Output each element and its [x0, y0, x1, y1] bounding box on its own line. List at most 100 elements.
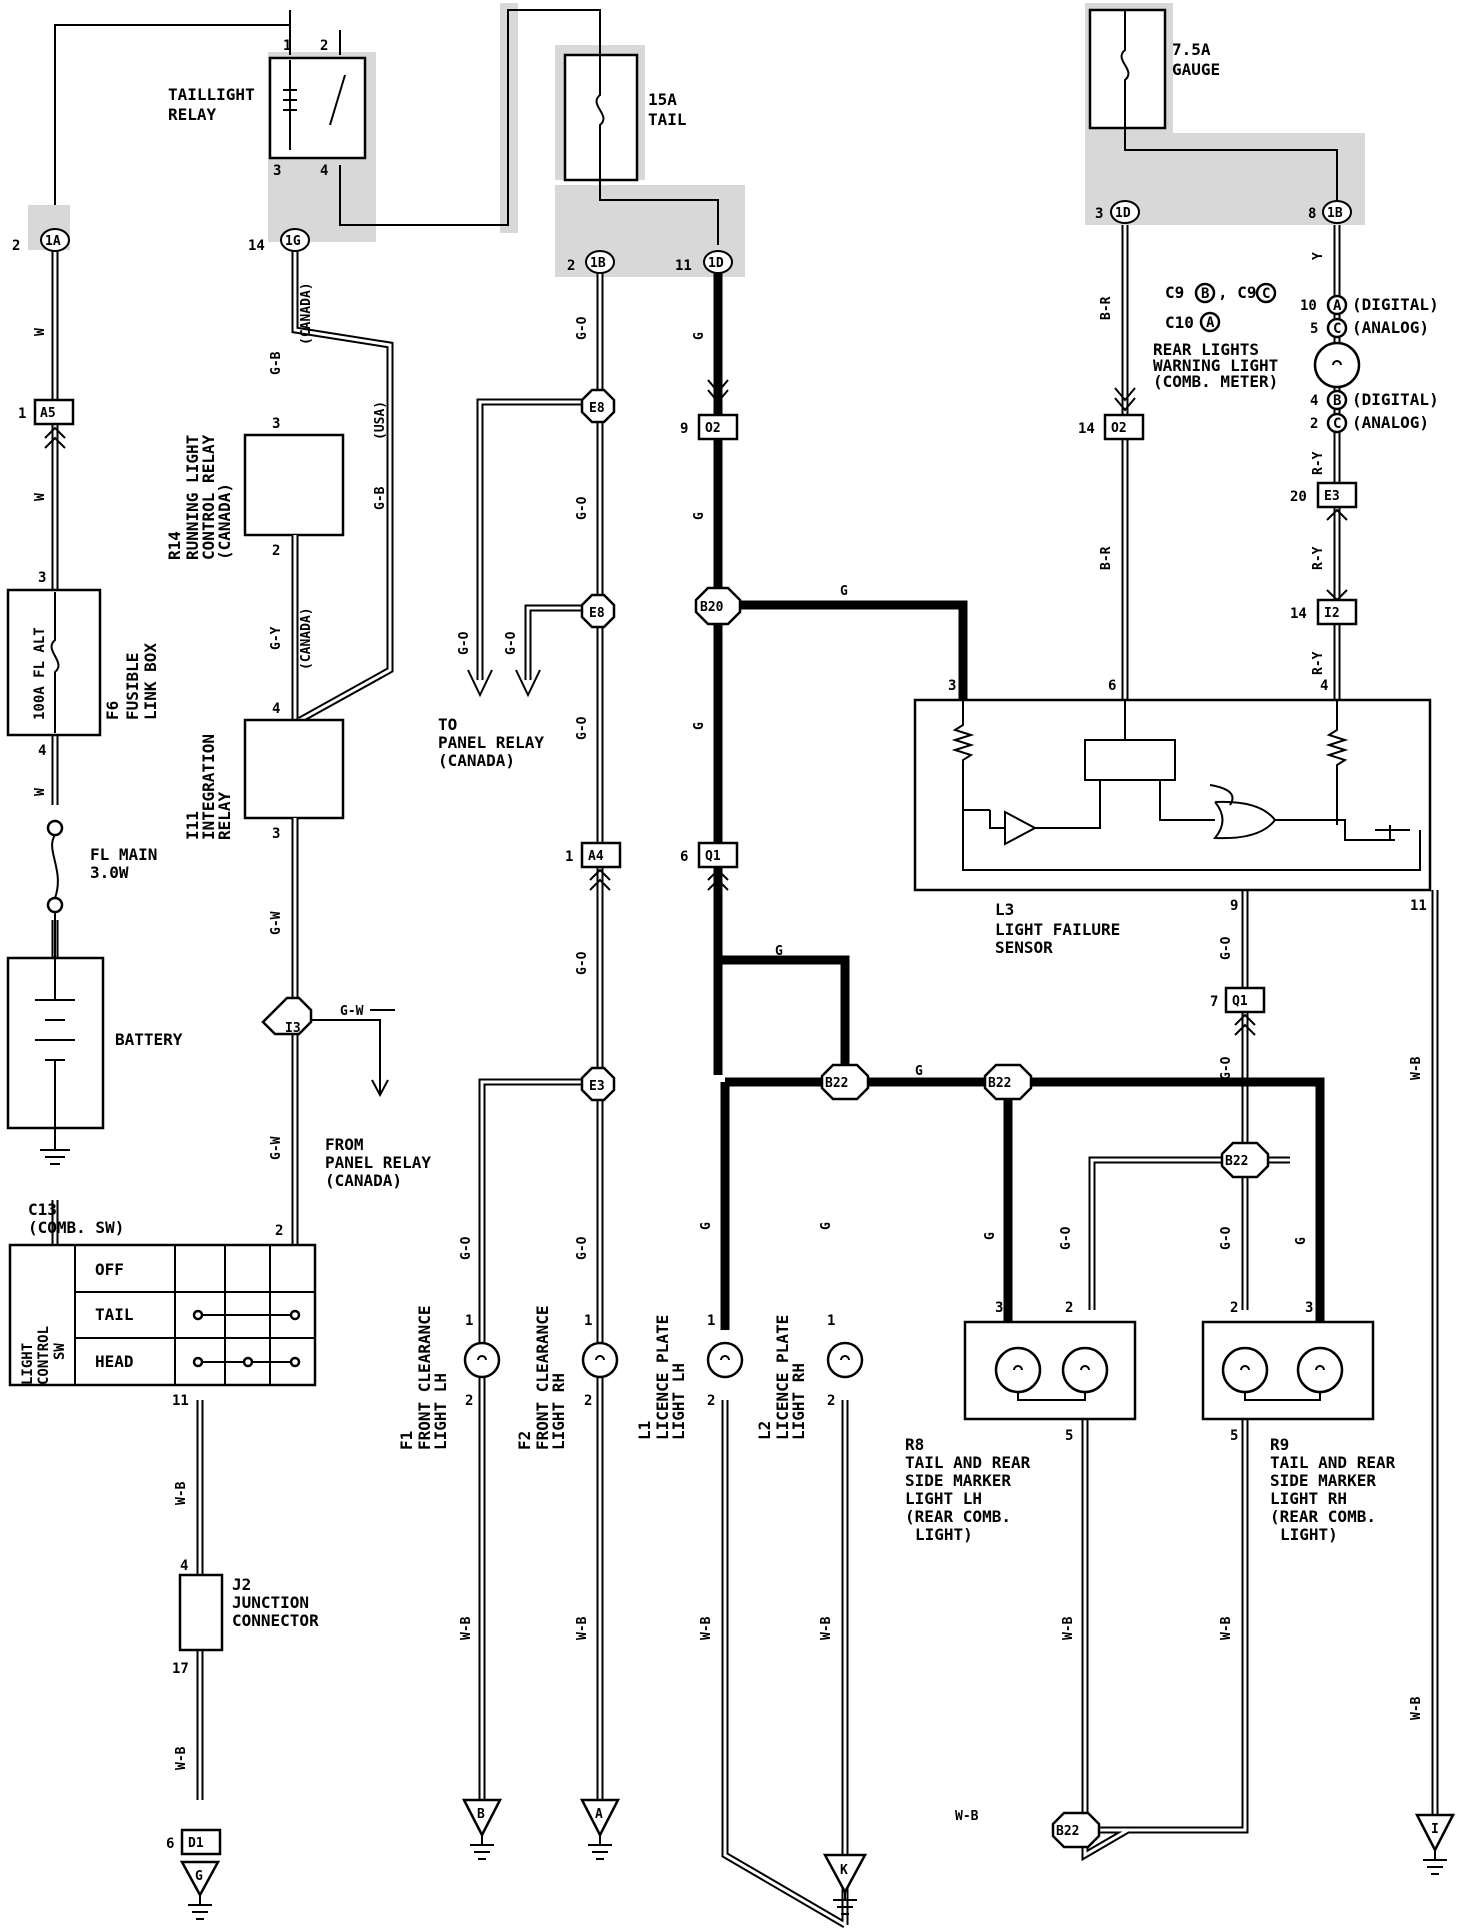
svg-text:REAR LIGHTS: REAR LIGHTS — [1153, 340, 1259, 359]
svg-text:TAIL: TAIL — [648, 110, 687, 129]
svg-text:LIGHT LH: LIGHT LH — [905, 1489, 982, 1508]
light-failure-sensor: 3 9 11 L3 LIGHT FAILURE SENSOR G-O Q1 7 … — [913, 678, 1432, 1720]
svg-text:G-O: G-O — [575, 316, 590, 340]
svg-text:B22: B22 — [988, 1076, 1011, 1091]
svg-text:BATTERY: BATTERY — [115, 1030, 183, 1049]
svg-text:W-B: W-B — [459, 1616, 474, 1640]
svg-text:I2: I2 — [1324, 606, 1340, 621]
svg-text:R9: R9 — [1270, 1435, 1289, 1454]
front-clearance-light-lh: 1 2 F1 FRONT CLEARANCE LIGHT LH W-B — [397, 1306, 501, 1640]
svg-text:CONTROL: CONTROL — [36, 1326, 52, 1385]
junction-connector-j2: W-B 4 17 J2 JUNCTION CONNECTOR W-B D1 6 — [166, 1481, 319, 1856]
svg-text:2: 2 — [272, 543, 280, 559]
svg-text:G: G — [983, 1232, 998, 1240]
svg-text:TAIL AND REAR: TAIL AND REAR — [905, 1453, 1031, 1472]
svg-text:7: 7 — [1210, 994, 1218, 1010]
junction-e3: E3 — [580, 1066, 616, 1102]
svg-text:Q1: Q1 — [1232, 994, 1248, 1009]
svg-text:G: G — [915, 1064, 923, 1079]
svg-text:F6: F6 — [103, 701, 122, 720]
svg-text:2: 2 — [567, 258, 575, 274]
svg-text:HEAD: HEAD — [95, 1352, 134, 1371]
svg-text:, C9: , C9 — [1218, 283, 1257, 302]
svg-text:K: K — [840, 1863, 848, 1878]
svg-text:O2: O2 — [705, 421, 721, 436]
svg-text:G: G — [1294, 1237, 1309, 1245]
svg-text:W: W — [33, 493, 48, 501]
svg-text:W-B: W-B — [174, 1481, 189, 1505]
svg-text:B22: B22 — [825, 1076, 848, 1091]
svg-text:11: 11 — [172, 1393, 189, 1409]
svg-text:3: 3 — [272, 826, 280, 842]
svg-text:6: 6 — [166, 1836, 174, 1852]
svg-text:RUNNING LIGHT: RUNNING LIGHT — [183, 435, 202, 560]
svg-text:O2: O2 — [1111, 421, 1127, 436]
svg-text:C13: C13 — [28, 1200, 57, 1219]
svg-text:I3: I3 — [285, 1021, 301, 1036]
junction-b22-b: B22 — [983, 1063, 1033, 1101]
svg-text:RELAY: RELAY — [168, 105, 217, 124]
svg-text:G-O: G-O — [504, 631, 519, 655]
svg-text:9: 9 — [1230, 898, 1238, 914]
svg-text:2: 2 — [1230, 1300, 1238, 1316]
svg-text:10: 10 — [1300, 298, 1317, 314]
connector-1b-right: 1B 8 — [1308, 200, 1352, 224]
svg-text:RELAY: RELAY — [215, 791, 234, 840]
svg-text:100A FL ALT: 100A FL ALT — [32, 627, 48, 720]
svg-text:1: 1 — [565, 849, 573, 865]
svg-text:(REAR COMB.: (REAR COMB. — [905, 1507, 1011, 1526]
connector-1b-left: 1B 2 — [567, 250, 615, 274]
svg-text:G-O: G-O — [1059, 1226, 1074, 1250]
svg-text:Q1: Q1 — [705, 849, 721, 864]
svg-text:L1: L1 — [635, 1421, 654, 1440]
ground-i: I — [1414, 1813, 1456, 1875]
svg-text:LIGHT LH: LIGHT LH — [431, 1373, 450, 1450]
svg-text:8: 8 — [1308, 206, 1316, 222]
svg-text:LIGHT: LIGHT — [20, 1343, 36, 1385]
svg-text:CONNECTOR: CONNECTOR — [232, 1611, 319, 1630]
svg-text:W-B: W-B — [819, 1616, 834, 1640]
svg-text:2: 2 — [1065, 1300, 1073, 1316]
svg-text:G: G — [195, 1869, 203, 1884]
svg-text:4: 4 — [320, 163, 328, 179]
svg-text:G-O: G-O — [459, 1236, 474, 1260]
svg-text:Y: Y — [1311, 252, 1326, 260]
connector-1a: 1A 2 — [12, 228, 70, 254]
svg-text:W-B: W-B — [955, 1809, 979, 1824]
svg-text:A: A — [1333, 298, 1342, 314]
svg-text:4: 4 — [1320, 678, 1328, 694]
licence-plate-light-rh: 1 2 G L2 LICENCE PLATE LIGHT RH W-B — [755, 1222, 864, 1640]
svg-text:G-O: G-O — [575, 951, 590, 975]
svg-text:3: 3 — [273, 163, 281, 179]
svg-text:TAIL AND REAR: TAIL AND REAR — [1270, 1453, 1396, 1472]
svg-text:FUSIBLE: FUSIBLE — [123, 653, 142, 720]
svg-text:5: 5 — [1065, 1428, 1073, 1444]
svg-text:E3: E3 — [1324, 489, 1340, 504]
svg-text:TO: TO — [438, 715, 457, 734]
junction-b22-c: B22 — [1220, 1141, 1270, 1179]
svg-text:B22: B22 — [1056, 1824, 1079, 1839]
svg-text:WARNING LIGHT: WARNING LIGHT — [1153, 356, 1278, 375]
connector-1d-left: 1D 11 — [675, 250, 733, 274]
svg-text:L2: L2 — [755, 1421, 774, 1440]
svg-text:G-B: G-B — [269, 351, 284, 375]
junction-e8-bottom: E8 — [580, 593, 616, 629]
svg-text:1G: 1G — [285, 234, 301, 249]
connector-1g: 1G 14 — [248, 228, 310, 254]
svg-text:G-W: G-W — [269, 1136, 284, 1160]
svg-text:G-Y: G-Y — [269, 626, 284, 650]
svg-text:W-B: W-B — [575, 1616, 590, 1640]
svg-text:G-W: G-W — [269, 911, 284, 935]
svg-text:LIGHT FAILURE: LIGHT FAILURE — [995, 920, 1120, 939]
svg-text:C: C — [1333, 416, 1341, 432]
svg-text:R8: R8 — [905, 1435, 924, 1454]
svg-text:CONTROL RELAY: CONTROL RELAY — [199, 434, 218, 560]
taillight-relay: 1 2 3 4 TAILLIGHT RELAY — [168, 38, 367, 179]
top-connectors: 1A 2 1G 14 1B 2 1D 11 1D 3 1B 8 — [12, 200, 1352, 274]
svg-text:2: 2 — [1310, 416, 1318, 432]
svg-text:LIGHT LH: LIGHT LH — [669, 1363, 688, 1440]
svg-text:1D: 1D — [708, 256, 724, 271]
svg-text:4: 4 — [1310, 393, 1318, 409]
svg-text:I: I — [1431, 1822, 1439, 1837]
svg-text:LINK BOX: LINK BOX — [141, 643, 160, 720]
